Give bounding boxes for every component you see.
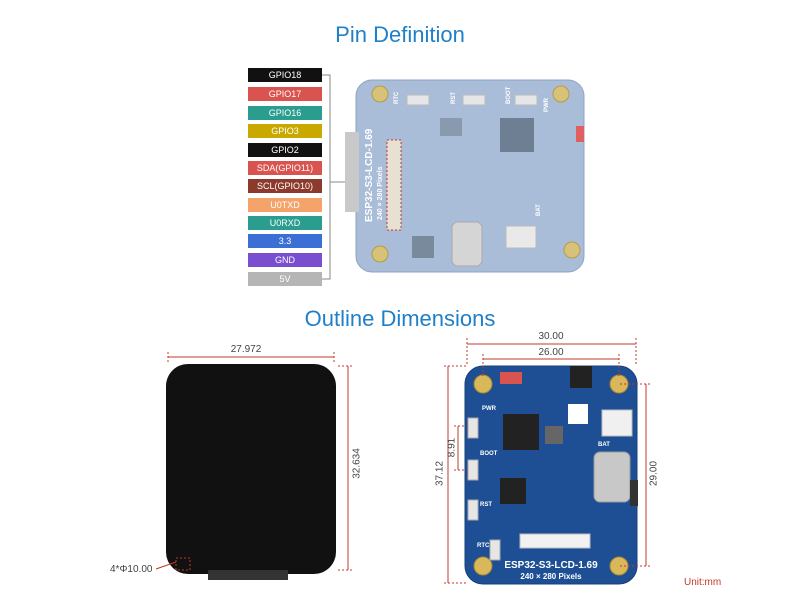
bottom-board: ESP32-S3-LCD-1.69 240 × 280 Pixels PWR B… xyxy=(444,338,650,585)
side-connector xyxy=(345,132,359,212)
mount-hole xyxy=(473,556,493,576)
pin-label: GPIO17 xyxy=(248,87,322,101)
lcd-hole-dimension: 4*Φ10.00 xyxy=(110,564,153,575)
pin-label: 3.3 xyxy=(248,234,322,248)
chip xyxy=(570,366,592,388)
chip xyxy=(440,118,462,136)
pin-label: U0RXD xyxy=(248,216,322,230)
board-outer-width-dimension: 30.00 xyxy=(538,331,564,342)
bottom-label-boot: BOOT xyxy=(480,451,498,457)
pin-label: U0TXD xyxy=(248,198,322,212)
top-label-rst: RST xyxy=(451,92,457,104)
mount-hole xyxy=(371,85,389,103)
chip xyxy=(412,236,434,258)
red-jumper xyxy=(500,372,522,384)
bottom-label-bat: BAT xyxy=(598,442,610,448)
bottom-silk-name: ESP32-S3-LCD-1.69 xyxy=(504,560,598,571)
bottom-rst-button xyxy=(467,499,479,521)
pin-label: SDA(GPIO11) xyxy=(248,161,322,175)
top-rst-button xyxy=(462,94,486,106)
fpc-connector xyxy=(519,533,591,549)
bottom-pwr-button xyxy=(467,417,479,439)
board-inner-height-dimension: 29.00 xyxy=(648,460,660,487)
battery-connector xyxy=(505,225,537,249)
usb-c-port xyxy=(593,451,631,503)
bottom-label-pwr: PWR xyxy=(482,406,497,412)
lcd-height-dimension: 32.634 xyxy=(351,448,363,479)
pin-label: GPIO18 xyxy=(248,68,322,82)
pin-label: GPIO2 xyxy=(248,143,322,157)
top-silk-name: ESP32-S3-LCD-1.69 xyxy=(364,128,375,222)
top-silk-pixels: 240 × 280 Pixels xyxy=(377,166,384,220)
pin-label: GPIO3 xyxy=(248,124,322,138)
chip xyxy=(500,478,526,504)
red-jumper xyxy=(576,126,584,142)
board-outer-height-dimension: 37.12 xyxy=(434,460,446,487)
board-button-height-dimension: 8.91 xyxy=(446,437,458,458)
top-label-boot: BOOT xyxy=(506,86,512,104)
bottom-label-rtc: RTC xyxy=(477,543,490,549)
bottom-boot-button xyxy=(467,459,479,481)
waveshare-logo xyxy=(568,404,588,424)
mount-hole xyxy=(552,85,570,103)
unit-label: Unit:mm xyxy=(684,577,722,588)
pin-definition-heading: Pin Definition xyxy=(335,22,465,47)
top-label-pwr: PWR xyxy=(544,97,550,112)
top-board: ESP32-S3-LCD-1.69 240 × 280 Pixels RTC R… xyxy=(345,79,585,273)
pin-label: GND xyxy=(248,253,322,267)
mount-hole xyxy=(563,241,581,259)
bottom-rtc-button xyxy=(489,539,501,561)
pin-label: SCL(GPIO10) xyxy=(248,179,322,193)
mount-hole xyxy=(371,245,389,263)
usb-c-port xyxy=(451,221,483,267)
top-label-bat: BAT xyxy=(536,204,542,216)
battery-connector xyxy=(601,409,633,437)
chip xyxy=(503,414,539,450)
side-connector xyxy=(630,480,638,506)
lcd-hole-marker xyxy=(175,557,191,571)
top-label-rtc: RTC xyxy=(394,91,400,104)
pin-label: GPIO16 xyxy=(248,106,322,120)
chip xyxy=(545,426,563,444)
lcd-width-dimension: 27.972 xyxy=(230,344,262,355)
pin-label: 5V xyxy=(248,272,322,286)
mount-hole xyxy=(473,374,493,394)
board-inner-width-dimension: 26.00 xyxy=(538,347,564,358)
lcd-screen xyxy=(166,364,336,574)
lcd-fpc xyxy=(208,570,288,580)
fpc-connector xyxy=(386,139,402,231)
bottom-label-rst: RST xyxy=(480,502,492,508)
top-boot-button xyxy=(514,94,538,106)
chip xyxy=(500,118,534,152)
bottom-silk-pixels: 240 × 280 Pixels xyxy=(520,572,582,581)
top-rtc-button xyxy=(406,94,430,106)
lcd-module xyxy=(155,352,352,580)
outline-dimensions-heading: Outline Dimensions xyxy=(304,306,496,331)
